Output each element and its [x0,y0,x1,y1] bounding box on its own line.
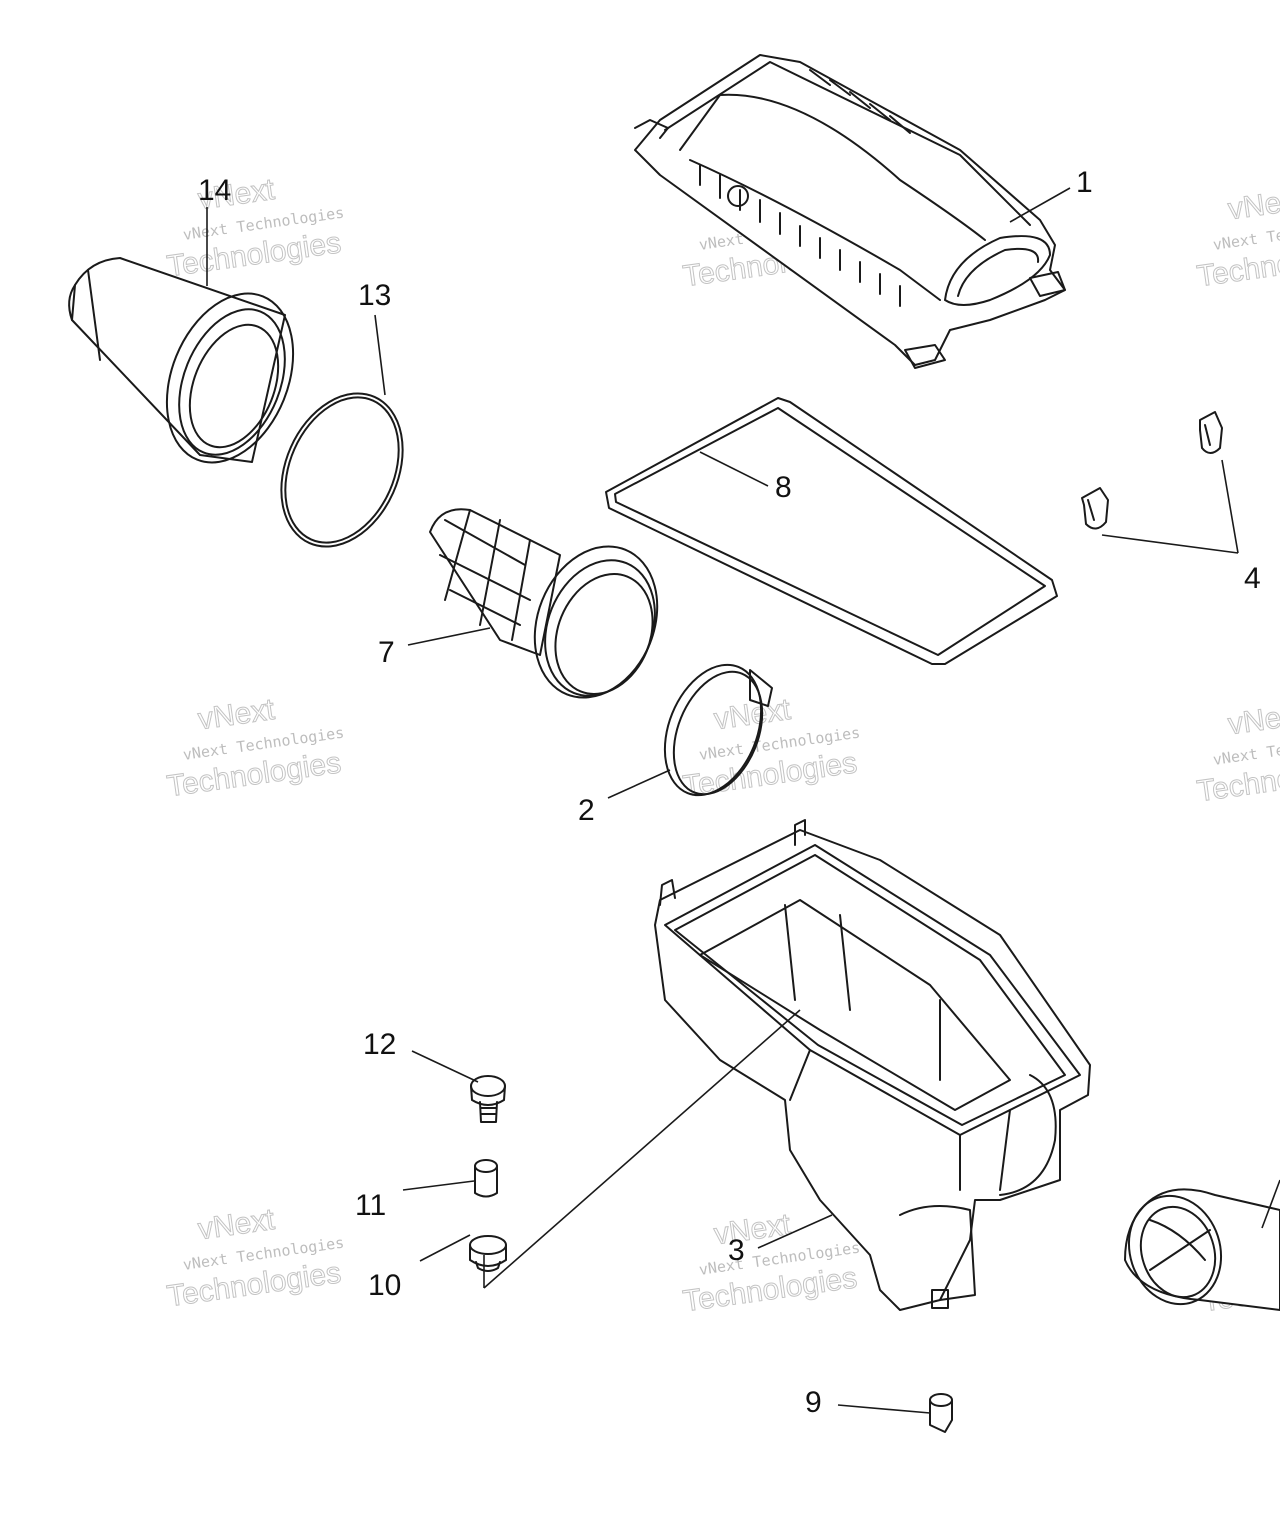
callout-7: 7 [378,636,395,669]
airbox-seal-part [605,397,1058,665]
retaining-clips-part [1081,411,1223,530]
intake-boot-part [1124,1188,1280,1311]
callout-2: 2 [578,794,595,827]
svg-text:vNext: vNext [1226,183,1280,226]
drain-plug-part [929,1393,953,1433]
filter-cage-part [429,508,659,699]
svg-text:vNext: vNext [1226,698,1280,741]
callout-10: 10 [368,1269,401,1302]
watermark-top-left: vNext vNext Technologies Technologies [165,172,346,283]
screw-part [470,1075,506,1123]
spacer-part [474,1159,498,1198]
watermark-top-right: vNext vNext Technologies Technologies [1195,182,1280,293]
svg-text:vNext: vNext [712,1208,793,1251]
callout-3: 3 [728,1234,745,1267]
watermark-mid-left: vNext vNext Technologies Technologies [165,692,346,803]
callout-14: 14 [198,174,231,207]
svg-text:vNext: vNext [712,693,793,736]
callout-4: 4 [1244,562,1261,595]
callout-11: 11 [355,1189,386,1222]
svg-text:vNext: vNext [196,1203,277,1246]
watermark-mid-right: vNext vNext Technologies Technologies [1195,697,1280,808]
o-ring-part [280,392,404,548]
callout-9: 9 [805,1386,822,1419]
leader-lines [206,187,1280,1414]
watermark-bottom-left: vNext vNext Technologies Technologies [165,1202,346,1313]
hose-clamp-part [663,663,773,797]
callout-12: 12 [363,1028,396,1061]
airbox-lower-part [654,819,1091,1311]
callout-8: 8 [775,471,792,504]
prefilter-part [68,257,295,464]
grommet-part [469,1235,507,1272]
svg-text:vNext: vNext [196,693,277,736]
callout-1: 1 [1076,166,1093,199]
callout-13: 13 [358,279,391,312]
airbox-cover-part [634,54,1066,369]
